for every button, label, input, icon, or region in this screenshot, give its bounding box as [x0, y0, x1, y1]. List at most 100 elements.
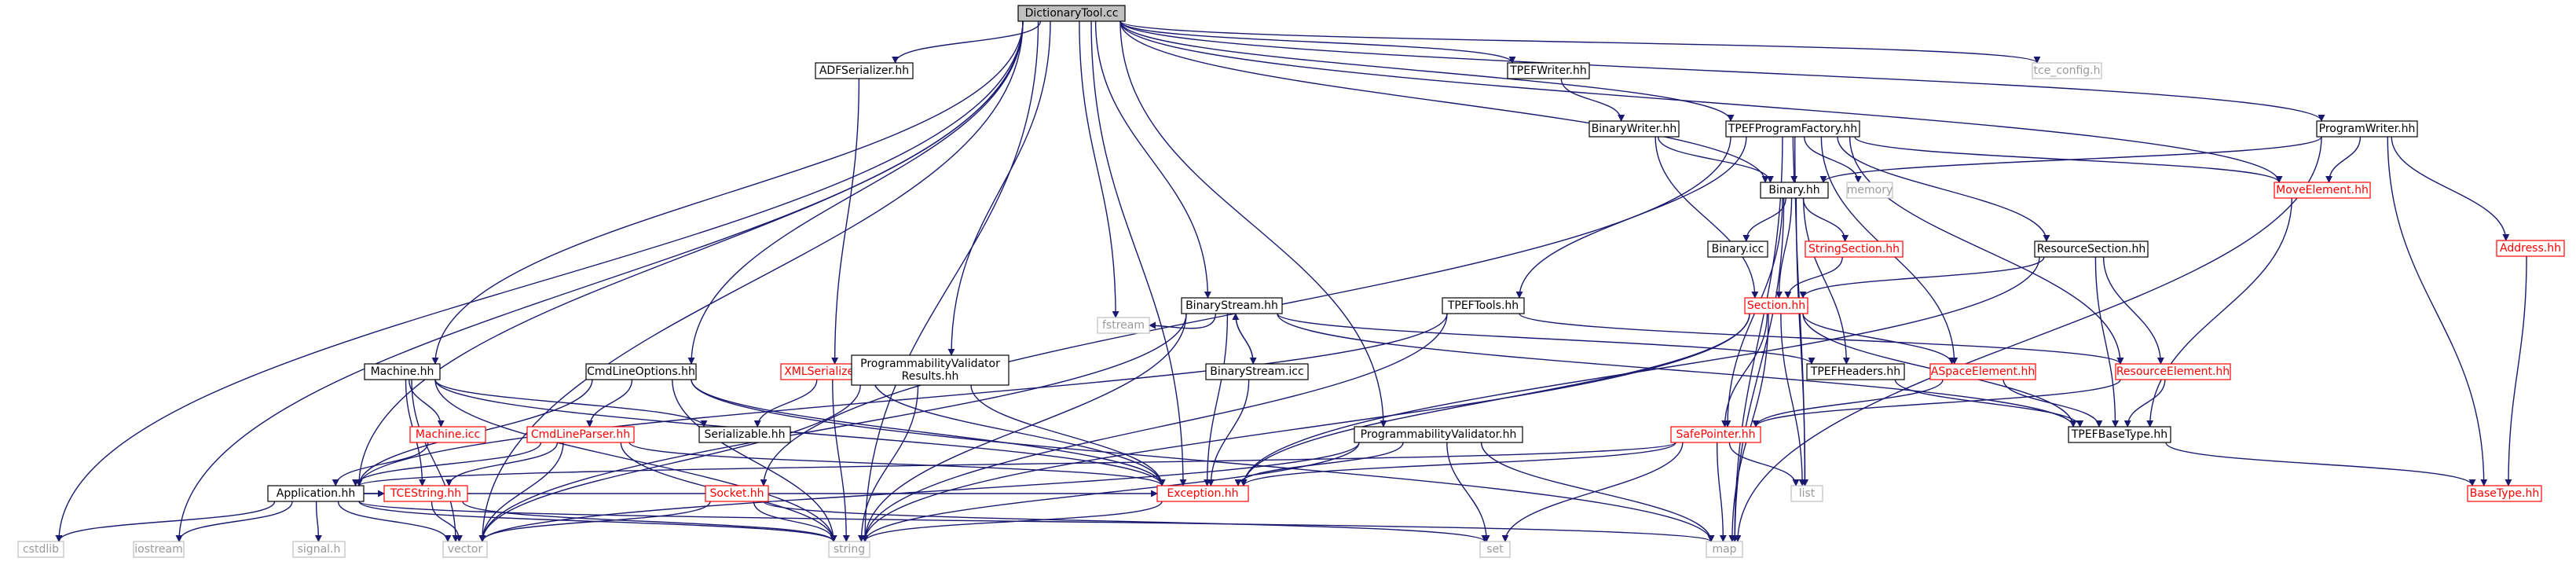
node-tpefprogfactory-label: TPEFProgramFactory.hh: [1728, 123, 1857, 135]
node-progvalresults-label-2: Results.hh: [902, 370, 959, 383]
edge-cmdlineparser-to-tcestring: [445, 442, 559, 486]
node-programwriter-box: [2316, 120, 2418, 138]
node-resourcesection[interactable]: ResourceSection.hh: [2034, 240, 2149, 258]
node-aspaceelement[interactable]: ASpaceElement.hh: [1929, 363, 2036, 380]
edge-dictionarytool-to-machine: [431, 20, 1024, 365]
node-machineicc[interactable]: Machine.icc: [409, 426, 486, 443]
node-tpefprogfactory[interactable]: TPEFProgramFactory.hh: [1725, 120, 1860, 138]
edge-xmlserializer-to-serializable: [753, 379, 818, 428]
node-basetype[interactable]: BaseType.hh: [2467, 485, 2542, 502]
node-string[interactable]: string: [828, 541, 870, 558]
node-adfserializer-box: [815, 62, 914, 79]
node-list-box: [1790, 485, 1823, 502]
edge-binary-to-tpefheaders: [1803, 197, 1850, 365]
edge-machineicc-to-application: [332, 442, 429, 486]
node-binarywriter[interactable]: BinaryWriter.hh: [1588, 120, 1680, 138]
node-addresshh-label: Address.hh: [2500, 242, 2561, 255]
node-tcestring-box: [383, 485, 468, 502]
node-binarystreamicc[interactable]: BinaryStream.icc: [1205, 363, 1309, 380]
node-binary-box: [1760, 182, 1829, 199]
node-basetype-box: [2467, 485, 2542, 502]
node-list-label: list: [1799, 487, 1816, 500]
node-tpefwriter[interactable]: TPEFWriter.hh: [1507, 62, 1590, 79]
edge-progvalresults-to-string: [857, 384, 919, 542]
edge-cmdlineparser-to-exception: [628, 442, 1166, 486]
edge-progvalresults-to-exception: [970, 384, 1166, 486]
node-tpefbasetype[interactable]: TPEFBaseType.hh: [2068, 426, 2171, 443]
edge-tpefbasetype-to-basetype: [2165, 442, 2476, 486]
edge-binary-to-list: [1795, 197, 1809, 486]
node-tpefheaders[interactable]: TPEFHeaders.hh: [1806, 363, 1905, 380]
node-adfserializer[interactable]: ADFSerializer.hh: [815, 62, 914, 79]
edge-adfserializer-to-xmlserializer: [831, 78, 860, 365]
node-tpefbasetype-box: [2068, 426, 2171, 443]
node-signal-box: [292, 541, 346, 558]
edge-resourcesection-to-resourceelement: [2102, 256, 2164, 365]
node-fstream-label: fstream: [1102, 319, 1145, 332]
node-tpeftools[interactable]: TPEFTools.hh: [1442, 297, 1525, 314]
edge-stringsection-to-section: [1784, 256, 1843, 299]
node-set[interactable]: set: [1479, 541, 1511, 558]
node-programwriter[interactable]: ProgramWriter.hh: [2316, 120, 2418, 138]
node-application[interactable]: Application.hh: [267, 485, 365, 502]
node-tceconfig[interactable]: tce_config.h: [2032, 62, 2102, 79]
node-vector-box: [442, 541, 488, 558]
node-iostream[interactable]: iostream: [133, 541, 185, 558]
edge-cmdlineoptions-to-cmdlineparser: [586, 379, 633, 428]
node-dictionarytool[interactable]: DictionaryTool.cc: [1017, 5, 1126, 22]
edge-dictionarytool-to-iostream: [175, 20, 1024, 542]
edge-dictionarytool-to-vector: [478, 20, 1024, 542]
edge-resourcesection-to-section: [1799, 256, 2045, 299]
edge-tpefwriter-to-binarywriter: [1560, 78, 1625, 122]
node-binaryicc-label: Binary.icc: [1712, 243, 1764, 255]
node-aspaceelement-box: [1929, 363, 2036, 380]
node-binary[interactable]: Binary.hh: [1760, 182, 1829, 199]
node-machine[interactable]: Machine.hh: [364, 363, 441, 380]
node-memory[interactable]: memory: [1846, 182, 1893, 199]
node-tceconfig-box: [2032, 62, 2102, 79]
node-cstdlib[interactable]: cstdlib: [17, 541, 64, 558]
node-safepointer[interactable]: SafePointer.hh: [1670, 426, 1761, 443]
edge-progval-to-exception: [1234, 442, 1404, 486]
node-resourceelement[interactable]: ResourceElement.hh: [2115, 363, 2231, 380]
node-cmdlineparser[interactable]: CmdLineParser.hh: [526, 426, 635, 443]
node-serializable[interactable]: Serializable.hh: [698, 426, 791, 443]
node-iostream-label: iostream: [134, 543, 183, 556]
node-binaryicc[interactable]: Binary.icc: [1707, 240, 1768, 258]
node-list[interactable]: list: [1790, 485, 1823, 502]
edge-safepointer-to-map: [1716, 442, 1727, 542]
edge-binarywriter-to-binary: [1657, 136, 1774, 183]
edge-aspaceelement-to-safepointer: [1752, 379, 1944, 428]
node-fstream-box: [1097, 317, 1150, 334]
node-signal[interactable]: signal.h: [292, 541, 346, 558]
node-moveelement[interactable]: MoveElement.hh: [2274, 182, 2371, 199]
edge-programwriter-to-map: [1734, 136, 2322, 542]
edge-tpefheaders-to-tpefbasetype: [1894, 379, 2084, 428]
node-exception[interactable]: Exception.hh: [1156, 485, 1249, 502]
node-socket[interactable]: Socket.hh: [705, 485, 769, 502]
edge-dictionarytool-to-application: [355, 20, 1024, 486]
node-binarystream[interactable]: BinaryStream.hh: [1181, 297, 1283, 314]
node-cmdlineoptions[interactable]: CmdLineOptions.hh: [585, 363, 697, 380]
node-vector-label: vector: [448, 543, 483, 556]
edge-safepointer-to-exception: [1240, 442, 1676, 486]
node-tcestring[interactable]: TCEString.hh: [383, 485, 468, 502]
edge-binary-to-map: [1731, 197, 1785, 542]
node-map[interactable]: map: [1706, 541, 1743, 558]
node-fstream[interactable]: fstream: [1097, 317, 1150, 334]
edge-resourcesection-to-tpefbasetype: [2094, 256, 2120, 428]
edge-binarystreamicc-to-binarystream: [1232, 313, 1254, 365]
node-vector[interactable]: vector: [442, 541, 488, 558]
node-addresshh[interactable]: Address.hh: [2496, 240, 2565, 257]
edge-cmdlineparser-to-vector: [478, 442, 564, 542]
edge-cmdlineoptions-to-exception: [691, 379, 1166, 486]
node-memory-box: [1846, 182, 1893, 199]
node-stringsection[interactable]: StringSection.hh: [1805, 240, 1904, 258]
edge-progval-to-string: [861, 442, 1360, 542]
node-aspaceelement-label: ASpaceElement.hh: [1931, 365, 2035, 378]
node-section[interactable]: Section.hh: [1744, 297, 1808, 314]
node-tpefheaders-box: [1806, 363, 1905, 380]
node-progval[interactable]: ProgrammabilityValidator.hh: [1354, 426, 1523, 443]
edge-programwriter-to-moveelement: [2325, 136, 2362, 183]
